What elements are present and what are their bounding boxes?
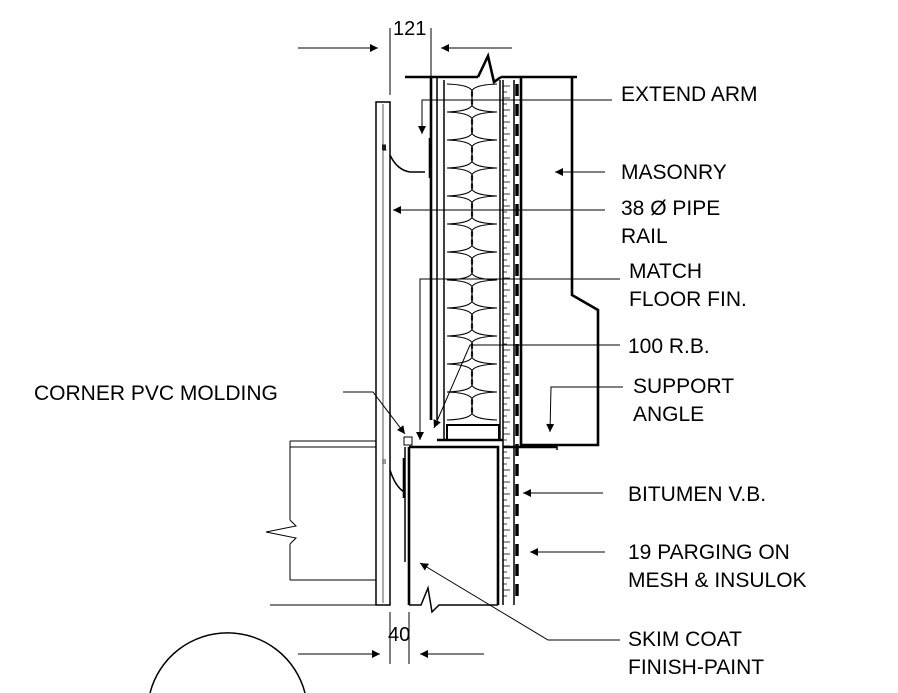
batt-loops bbox=[446, 83, 498, 421]
labels: EXTEND ARM MASONRY 38 Ø PIPE RAIL MATCH … bbox=[34, 83, 807, 679]
label-support-angle-1: SUPPORT bbox=[633, 375, 734, 398]
detail-callout-circle bbox=[149, 632, 306, 693]
top-dimension-value: 121 bbox=[393, 18, 426, 40]
bottom-dimension-value: 40 bbox=[388, 624, 410, 646]
top-dimension: 121 bbox=[298, 18, 512, 95]
svg-text:ιι: ιι bbox=[382, 142, 386, 152]
label-parging-2: MESH & INSULOK bbox=[628, 569, 807, 592]
label-match-floor-2: FLOOR FIN. bbox=[629, 288, 747, 311]
pipe-rail bbox=[375, 101, 391, 606]
label-support-angle-2: ANGLE bbox=[633, 403, 704, 426]
svg-text:ιι: ιι bbox=[382, 456, 386, 466]
label-match-floor-1: MATCH bbox=[629, 260, 702, 283]
rigid-insulation bbox=[502, 80, 515, 605]
lower-curb bbox=[404, 445, 500, 614]
floor-slab bbox=[265, 440, 376, 606]
label-corner-molding: CORNER PVC MOLDING bbox=[34, 382, 278, 405]
insulation-ticks bbox=[503, 85, 510, 597]
label-pipe-rail-1: 38 Ø PIPE bbox=[621, 197, 720, 220]
label-masonry: MASONRY bbox=[621, 161, 727, 184]
bearing-plate bbox=[437, 424, 503, 442]
label-parging-1: 19 PARGING ON bbox=[628, 541, 790, 564]
corner-pvc-molding bbox=[403, 436, 413, 446]
bottom-dimension: 40 bbox=[298, 612, 484, 664]
label-rb: 100 R.B. bbox=[628, 335, 710, 358]
leader-lines bbox=[343, 99, 623, 641]
batt-insulation bbox=[443, 80, 501, 440]
rail-bracket-lower: ιι bbox=[382, 456, 406, 498]
label-bitumen: BITUMEN V.B. bbox=[628, 483, 766, 506]
inner-wall bbox=[429, 77, 438, 420]
label-pipe-rail-2: RAIL bbox=[621, 225, 668, 248]
label-extend-arm: EXTEND ARM bbox=[621, 83, 758, 106]
top-slab bbox=[405, 52, 577, 85]
support-angle bbox=[503, 445, 558, 450]
label-skim-coat-2: FINISH-PAINT bbox=[628, 656, 764, 679]
label-skim-coat-1: SKIM COAT bbox=[628, 628, 742, 651]
masonry bbox=[519, 77, 600, 447]
